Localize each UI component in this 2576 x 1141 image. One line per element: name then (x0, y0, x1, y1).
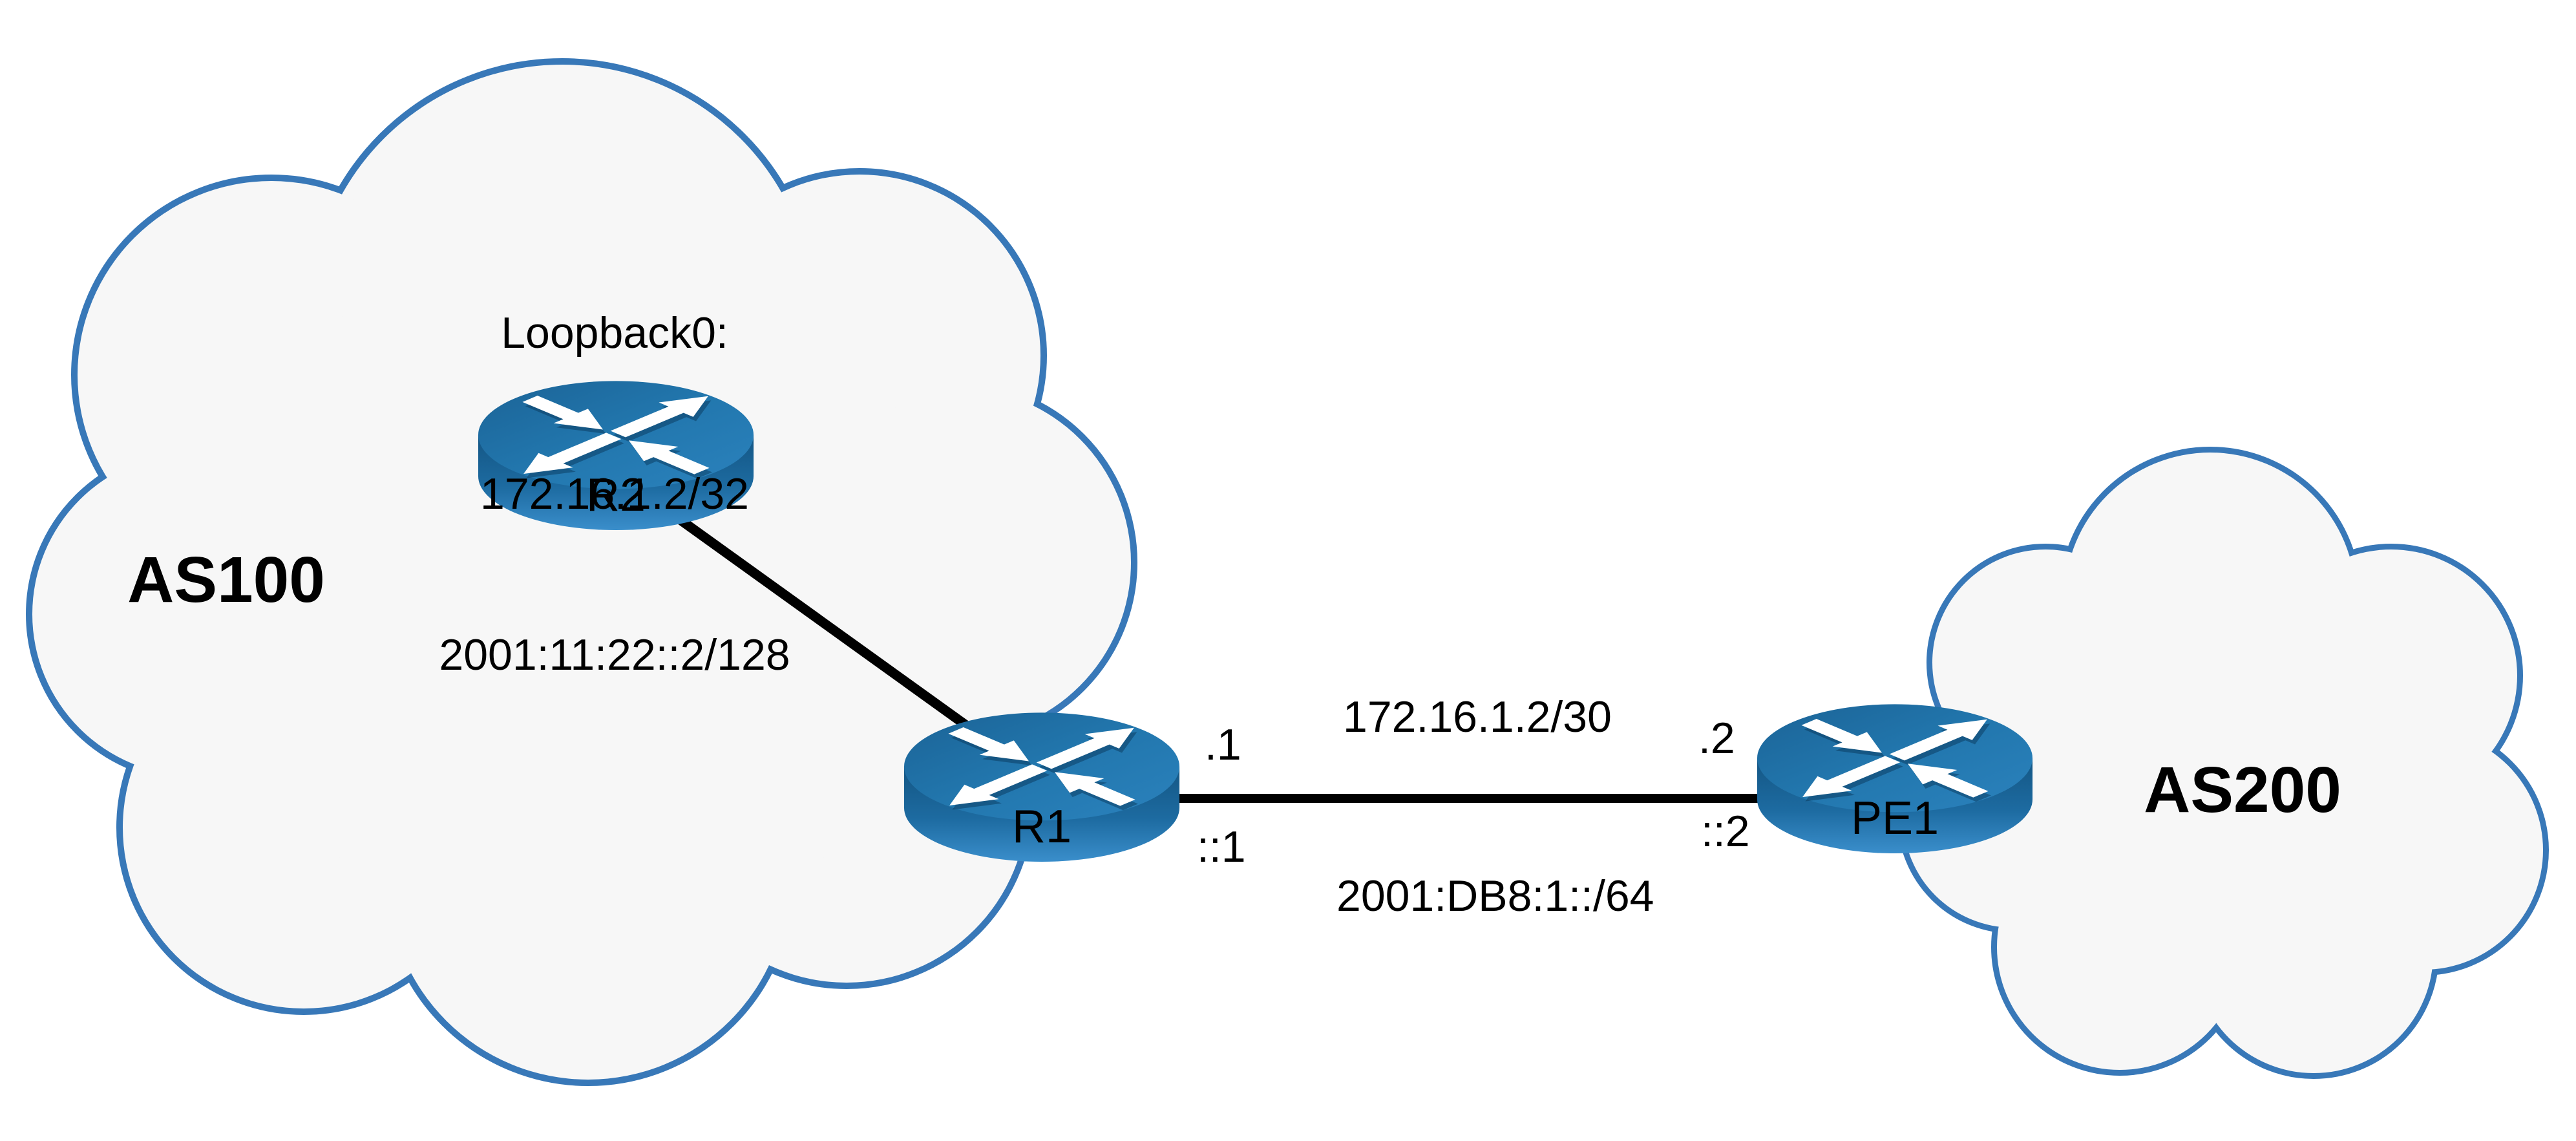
router-icon (1757, 704, 2033, 853)
router-r2-label: R2 (586, 469, 646, 521)
loopback-ipv4: 172.16.1.2/32 (480, 469, 749, 518)
pe1-ipv6-interface-label: ::2 (1701, 807, 1750, 856)
router-icon (903, 712, 1180, 862)
as100-label: AS100 (127, 544, 325, 616)
router-r2: R2 (474, 378, 758, 530)
loopback-title: Loopback0: (501, 308, 728, 357)
router-r1: R1 (900, 710, 1184, 862)
r1-ipv4-interface-label: .1 (1205, 720, 1241, 769)
as200-label: AS200 (2144, 754, 2341, 826)
r1-ipv6-interface-label: ::1 (1197, 822, 1246, 871)
loopback-ipv6: 2001:11:22::2/128 (439, 630, 790, 679)
link-ipv6-subnet-label: 2001:DB8:1::/64 (1336, 871, 1654, 921)
router-pe1: PE1 (1753, 701, 2037, 853)
router-r1-label: R1 (1011, 800, 1072, 853)
r2-loopback-annotation: Loopback0: 172.16.1.2/32 2001:11:22::2/1… (291, 199, 938, 789)
router-icon (478, 381, 754, 530)
link-r1-pe1 (1173, 794, 1761, 803)
pe1-ipv4-interface-label: .2 (1698, 714, 1735, 763)
link-ipv4-subnet-label: 172.16.1.2/30 (1343, 692, 1612, 741)
router-pe1-label: PE1 (1850, 792, 1939, 844)
